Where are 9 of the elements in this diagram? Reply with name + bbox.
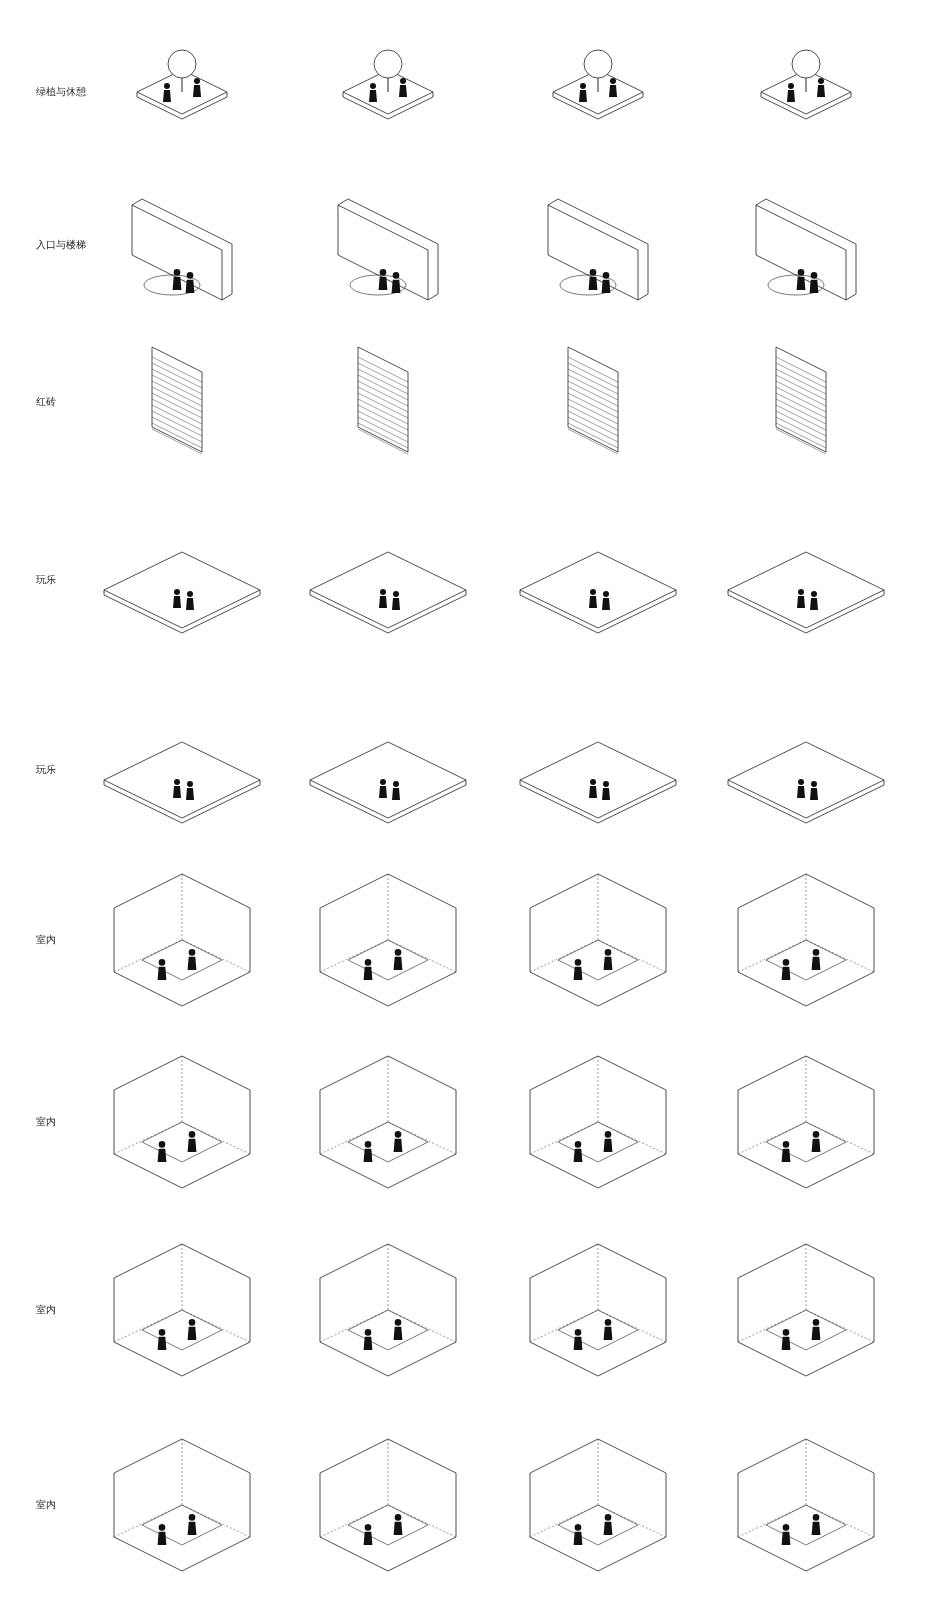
- row-label: 室内: [36, 1115, 56, 1129]
- row-label: 入口与楼梯: [36, 238, 86, 252]
- row-label: 玩乐: [36, 573, 56, 587]
- row-label: 室内: [36, 1498, 56, 1512]
- row-label: 红砖: [36, 395, 56, 409]
- row-label: 室内: [36, 1303, 56, 1317]
- row-label: 室内: [36, 933, 56, 947]
- row-label: 玩乐: [36, 763, 56, 777]
- row-label: 绿植与休憩: [36, 85, 86, 99]
